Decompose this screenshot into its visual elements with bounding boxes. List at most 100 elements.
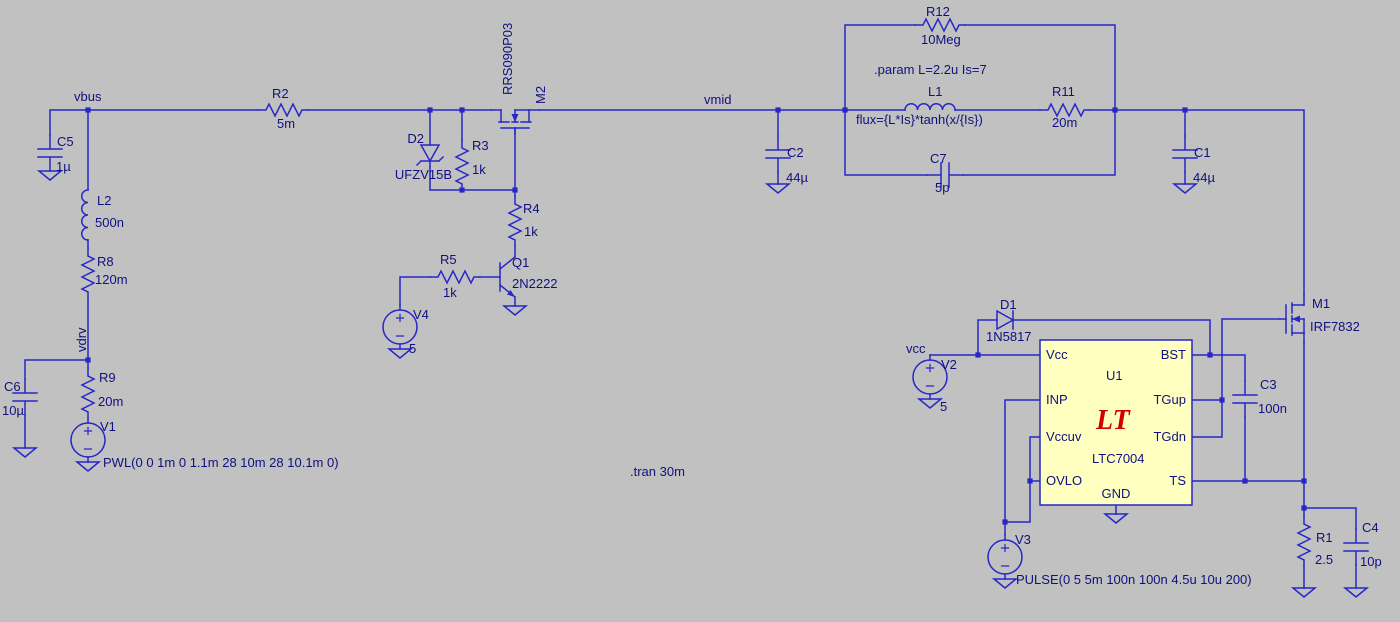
component-M1[interactable]: M1 IRF7832 [1279,294,1360,344]
net-label-vmid[interactable]: vmid [704,92,731,107]
component-L1[interactable]: L1 flux={L*Is}*tanh(x/{Is}) [856,84,983,127]
component-ref[interactable]: D2 [407,131,424,146]
component-value[interactable]: 1k [472,162,486,177]
component-value[interactable]: 10p [1360,554,1382,569]
pin-label-bst[interactable]: BST [1161,347,1186,362]
component-value[interactable]: 5p [935,180,949,195]
ground-symbol[interactable] [1292,587,1316,598]
component-D2[interactable]: D2 UFZV15B [395,131,452,182]
component-value[interactable]: 120m [95,272,128,287]
component-value[interactable]: 10µ [2,403,24,418]
component-value[interactable]: RRS090P03 [500,23,515,95]
pin-label-tgdn[interactable]: TGdn [1153,429,1186,444]
component-value[interactable]: flux={L*Is}*tanh(x/{Is}) [856,112,983,127]
pin-label-tgup[interactable]: TGup [1153,392,1186,407]
component-ref[interactable]: R3 [472,138,489,153]
component-value[interactable]: 5 [940,399,947,414]
component-C1[interactable]: C1 44µ [1172,135,1215,194]
component-C4[interactable]: C4 10p [1343,520,1382,598]
component-ref[interactable]: L2 [97,193,111,208]
component-ref[interactable]: R1 [1316,530,1333,545]
component-C2[interactable]: C2 44µ [765,135,808,194]
component-value[interactable]: 1k [524,224,538,239]
component-value[interactable]: 2.5 [1315,552,1333,567]
component-ref[interactable]: R11 [1052,84,1075,99]
component-R4[interactable]: R4 1k [508,195,540,247]
component-L2[interactable]: L2 500n [81,189,124,241]
pin-label-vccuv[interactable]: Vccuv [1046,429,1082,444]
ground-symbol[interactable] [388,348,412,359]
component-V3[interactable]: V3 PULSE(0 5 5m 100n 100n 4.5u 10u 200) [987,532,1252,589]
component-R3[interactable]: R3 1k [455,138,489,191]
component-C7[interactable]: C7 5p [926,151,964,195]
component-U1[interactable]: Vcc INP Vccuv OVLO BST TGup TGdn TS GND … [1039,339,1193,524]
component-ref[interactable]: Q1 [512,255,529,270]
component-ref[interactable]: C4 [1362,520,1379,535]
component-ref[interactable]: C5 [57,134,74,149]
component-V2[interactable]: V2 5 [912,354,957,414]
ground-symbol[interactable] [1104,513,1128,524]
component-value[interactable]: PULSE(0 5 5m 100n 100n 4.5u 10u 200) [1016,572,1252,587]
component-value[interactable]: PWL(0 0 1m 0 1.1m 28 10m 28 10.1m 0) [103,455,339,470]
component-ref[interactable]: V4 [413,307,429,322]
ground-symbol[interactable] [76,461,100,472]
component-ref[interactable]: C3 [1260,377,1277,392]
component-ref[interactable]: R5 [440,252,457,267]
component-Q1[interactable]: Q1 2N2222 [479,255,558,316]
component-ref[interactable]: C2 [787,145,804,160]
component-D1[interactable]: D1 1N5817 [986,297,1032,344]
wires[interactable] [24,24,1357,589]
component-value[interactable]: IRF7832 [1310,319,1360,334]
component-ref[interactable]: C7 [930,151,947,166]
component-ref[interactable]: R12 [926,4,950,19]
component-value[interactable]: 1N5817 [986,329,1032,344]
component-ref[interactable]: R2 [272,86,289,101]
directive-param[interactable]: .param L=2.2u Is=7 [874,62,987,77]
component-value[interactable]: 5m [277,116,295,131]
component-value[interactable]: 44µ [786,170,808,185]
pin-label-inp[interactable]: INP [1046,392,1068,407]
component-ref[interactable]: M1 [1312,296,1330,311]
component-ref[interactable]: R4 [523,201,540,216]
component-value[interactable]: 20m [1052,115,1077,130]
pin-label-ovlo[interactable]: OVLO [1046,473,1082,488]
net-label-vdrv[interactable]: vdrv [74,327,89,352]
component-V4[interactable]: V4 5 [382,304,429,359]
component-V1[interactable]: V1 PWL(0 0 1m 0 1.1m 28 10m 28 10.1m 0) [70,417,339,472]
component-ref[interactable]: D1 [1000,297,1017,312]
component-value[interactable]: 20m [98,394,123,409]
component-value[interactable]: 2N2222 [512,276,558,291]
ground-symbol[interactable] [766,183,790,194]
component-ref[interactable]: V1 [100,419,116,434]
component-R12[interactable]: R12 10Meg [914,4,966,47]
wire-segments[interactable] [24,24,1357,589]
component-R8[interactable]: R8 120m [81,247,128,299]
component-value[interactable]: UFZV15B [395,167,452,182]
component-C6[interactable]: C6 10µ [2,378,38,458]
component-ref[interactable]: V2 [941,357,957,372]
component-R5[interactable]: R5 1k [429,252,481,300]
component-R2[interactable]: R2 5m [257,86,309,131]
component-value[interactable]: 10Meg [921,32,961,47]
ground-symbol[interactable] [503,305,527,316]
component-value[interactable]: 1µ [56,159,71,174]
component-R11[interactable]: R11 20m [1039,84,1091,130]
component-M2[interactable]: RRS090P03 M2 [490,23,548,135]
pin-label-gnd[interactable]: GND [1102,486,1131,501]
component-ref[interactable]: R8 [97,254,114,269]
component-ref[interactable]: C1 [1194,145,1211,160]
component-value[interactable]: 1k [443,285,457,300]
component-C3[interactable]: C3 100n [1232,377,1287,418]
component-ref[interactable]: L1 [928,84,942,99]
component-R9[interactable]: R9 20m [81,367,123,419]
component-value[interactable]: 500n [95,215,124,230]
component-value[interactable]: 5 [409,341,416,356]
ground-symbol[interactable] [1173,183,1197,194]
ground-symbol[interactable] [993,578,1017,589]
pin-label-vcc[interactable]: Vcc [1046,347,1068,362]
component-ref[interactable]: V3 [1015,532,1031,547]
ground-symbol[interactable] [13,447,37,458]
directive-tran[interactable]: .tran 30m [630,464,685,479]
ground-symbol[interactable] [918,398,942,409]
